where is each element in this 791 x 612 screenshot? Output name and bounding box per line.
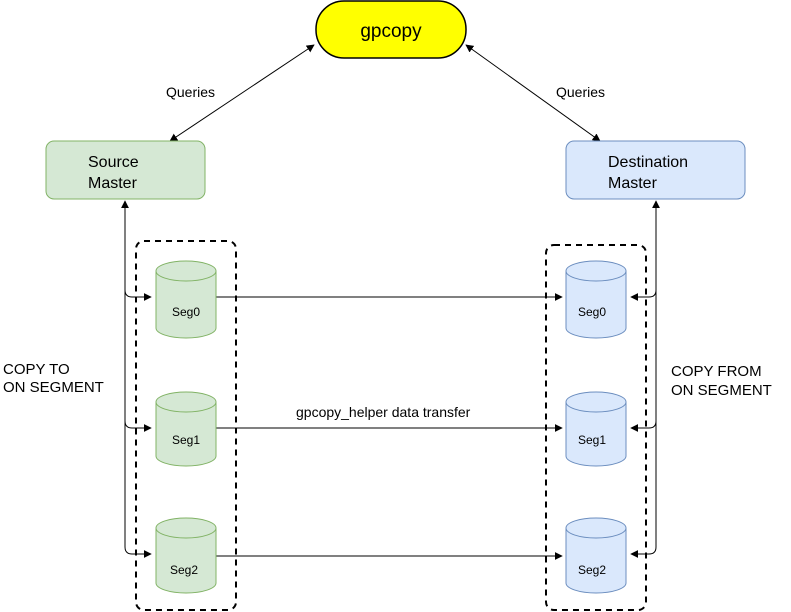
- destination-segment-label: Seg0: [578, 305, 606, 319]
- data-transfer-label: gpcopy_helper data transfer: [296, 404, 471, 420]
- source-master-node: [45, 140, 206, 200]
- gpcopy-label: gpcopy: [360, 21, 422, 42]
- destination-segment-seg2: Seg2: [565, 517, 627, 594]
- query-arrow-left: [169, 44, 315, 142]
- destination-segment-label: Seg1: [578, 433, 606, 447]
- destination-connector-seg2: [630, 546, 657, 558]
- destination-connector-seg1: [630, 420, 657, 432]
- source-segment-seg0: Seg0: [155, 260, 217, 339]
- destination-master-node: [565, 140, 746, 200]
- source-segment-label: Seg2: [170, 563, 198, 577]
- destination-segment-seg0: Seg0: [565, 260, 627, 339]
- source-connector-seg0: [124, 289, 152, 301]
- destination-master-label-line1: Destination: [608, 154, 688, 171]
- source-segment-seg1: Seg1: [155, 391, 217, 467]
- destination-segment-label: Seg2: [578, 563, 606, 577]
- queries-label-left: Queries: [166, 84, 215, 100]
- source-master-label-line1: Source: [88, 154, 139, 171]
- copy-from-annotation-line1: COPY FROM: [671, 363, 762, 380]
- destination-master-label-line2: Master: [608, 175, 658, 192]
- source-segment-label: Seg1: [172, 433, 200, 447]
- source-segment-label: Seg0: [172, 305, 200, 319]
- copy-to-annotation-line2: ON SEGMENT: [3, 379, 104, 396]
- source-master-label-line2: Master: [88, 175, 138, 192]
- copy-from-annotation-line2: ON SEGMENT: [671, 382, 772, 399]
- query-arrow-right: [465, 44, 601, 142]
- queries-label-right: Queries: [556, 84, 605, 100]
- gpcopy-node: [315, 0, 467, 59]
- destination-segment-seg1: Seg1: [565, 391, 627, 467]
- source-connector-seg2: [124, 546, 152, 558]
- source-segment-seg2: Seg2: [155, 517, 217, 594]
- destination-connector-seg0: [630, 289, 657, 301]
- copy-to-annotation-line1: COPY TO: [3, 361, 70, 378]
- source-connector-seg1: [124, 420, 152, 432]
